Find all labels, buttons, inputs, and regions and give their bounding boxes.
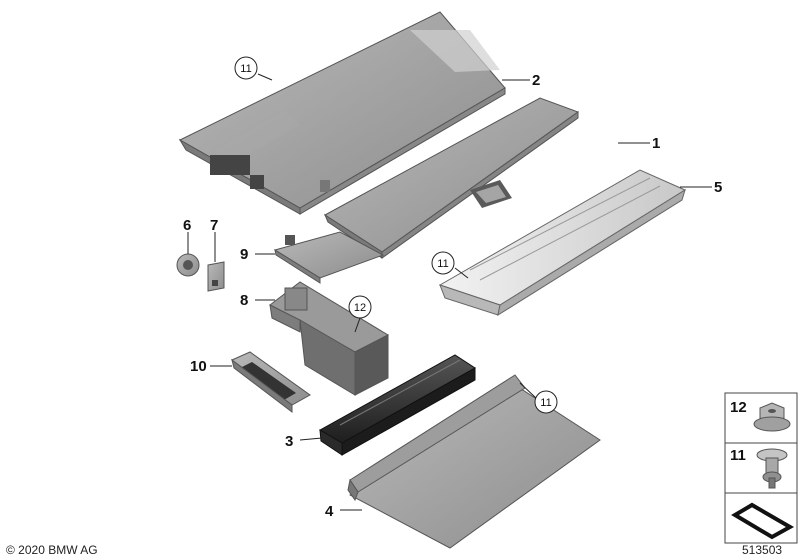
callout-2: 2 [532,72,540,89]
fastener-legend: 12 11 [724,392,798,544]
part-1-luggage-cover [323,97,580,259]
assembly-angle-icon [731,502,795,540]
legend-label-12: 12 [730,399,747,416]
part-6-clip [176,253,200,277]
callout-4: 4 [325,503,334,520]
callout-7: 7 [210,217,218,234]
callout-6: 6 [183,217,191,234]
circled-callout-11-bottom: 11 [534,390,558,414]
callout-8: 8 [240,292,248,309]
circled-callout-11-top: 11 [234,56,258,80]
circled-callout-12: 12 [348,295,372,319]
part-10-frame [231,351,311,414]
part-2-floor-cover [178,11,506,215]
part-4-floor-mat [347,374,601,549]
callout-labels: 1 2 3 4 5 6 7 8 9 10 [183,72,722,520]
part-5-loading-sill-trim [438,169,687,317]
circled-callout-11-bottom-text: 11 [540,397,551,409]
copyright-text: © 2020 BMW AG [6,543,98,557]
part-7-holder [207,261,225,292]
callout-10: 10 [190,358,207,375]
callout-1: 1 [652,135,660,152]
nut-icon [753,402,791,432]
circled-callout-11-top-text: 11 [240,63,251,75]
part-8-storage-box [269,281,390,396]
clip-fastener-icon [756,448,788,489]
part-3-foam-insert [318,354,476,456]
leader-lines [187,73,712,511]
diagram-number: 513503 [742,543,782,557]
legend-label-11: 11 [730,447,746,464]
callout-9: 9 [240,246,248,263]
callout-3: 3 [285,433,293,450]
circled-callout-11-middle-text: 11 [437,258,448,270]
circled-callout-12-text: 12 [354,302,366,314]
circled-callout-11-middle: 11 [431,251,455,275]
part-9-lid [273,231,385,284]
callout-5: 5 [714,179,722,196]
